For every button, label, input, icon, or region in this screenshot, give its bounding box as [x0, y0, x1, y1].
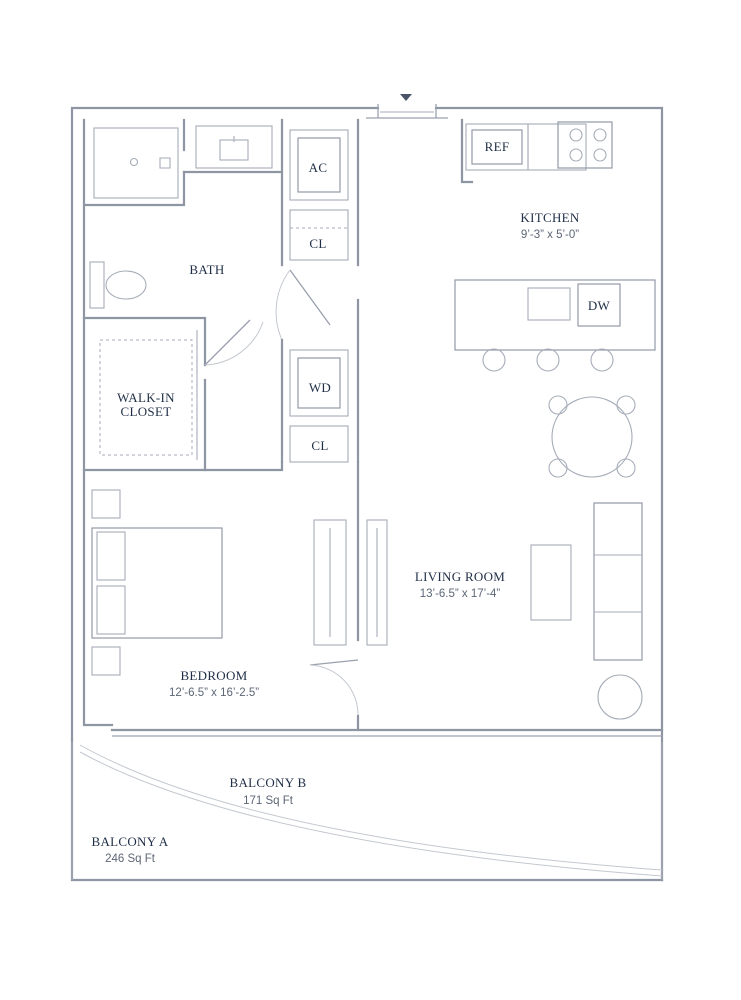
- living-furniture: [366, 502, 643, 720]
- kitchen-fixtures: [454, 121, 656, 478]
- room-name-bedroom: BEDROOM: [180, 668, 247, 683]
- room-name-balcony-b: BALCONY B: [230, 775, 307, 790]
- room-dims-bedroom: 12’-6.5” x 16’-2.5”: [169, 687, 259, 699]
- room-name-balcony-a: BALCONY A: [92, 834, 169, 849]
- fixture-ac: AC: [309, 160, 328, 175]
- north-arrow-icon: [400, 94, 412, 101]
- room-name-walkin-1: WALK-IN: [117, 390, 175, 405]
- bath-fixtures: [89, 125, 273, 456]
- balcony: [70, 742, 664, 882]
- stove-icon: [557, 121, 613, 169]
- room-area-balcony-b: 171 Sq Ft: [243, 795, 294, 807]
- bedroom-furniture: [91, 489, 347, 676]
- room-name-kitchen: KITCHEN: [520, 210, 579, 225]
- room-name-bath: BATH: [189, 262, 224, 277]
- room-dims-kitchen: 9’-3” x 5’-0”: [521, 229, 579, 241]
- toilet-icon: [89, 261, 147, 309]
- exterior-walls: [70, 104, 664, 882]
- fixture-cl-upper: CL: [309, 236, 326, 251]
- core-units: [289, 129, 349, 463]
- fixture-ref: REF: [485, 139, 510, 154]
- fixture-dw: DW: [588, 298, 611, 313]
- room-dims-living: 13’-6.5” x 17’-4”: [420, 588, 501, 600]
- fixture-cl-lower: CL: [311, 438, 328, 453]
- interior-walls: [82, 118, 664, 737]
- room-name-living: LIVING ROOM: [415, 569, 505, 584]
- room-name-walkin-2: CLOSET: [121, 404, 172, 419]
- sink-icon: [219, 139, 249, 161]
- shower-icon: [129, 157, 139, 167]
- room-area-balcony-a: 246 Sq Ft: [105, 853, 156, 865]
- fixture-wd: WD: [309, 380, 331, 395]
